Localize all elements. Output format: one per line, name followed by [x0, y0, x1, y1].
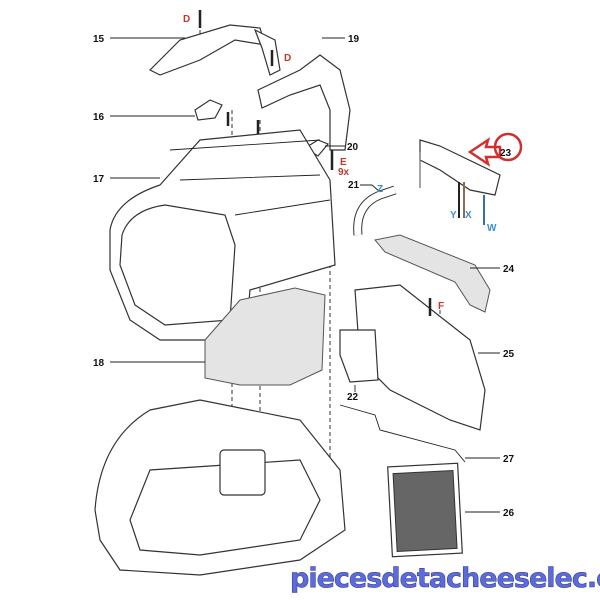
control-board-part-23	[419, 132, 523, 225]
callout-21: 21	[348, 180, 360, 191]
callout-24: 24	[503, 264, 515, 275]
body-part-17	[109, 129, 336, 346]
rod-part-27	[339, 404, 466, 463]
filter-part-26	[387, 462, 463, 558]
tank-part-18	[204, 287, 326, 386]
wire-code-z: Z	[377, 184, 383, 195]
handle-part-15	[148, 24, 266, 76]
callout-17: 17	[93, 174, 105, 185]
callout-26: 26	[503, 508, 515, 519]
screws	[198, 10, 432, 316]
callout-22: 22	[347, 392, 359, 403]
handle-part-19	[257, 54, 351, 151]
callout-25: 25	[503, 349, 515, 360]
screw-code-e-quantity: 9x	[338, 167, 350, 178]
wire-code-x: X	[465, 210, 472, 221]
leader-lines	[110, 37, 500, 513]
callout-27: 27	[503, 454, 515, 465]
callout-18: 18	[93, 358, 105, 369]
screw-code-d-handle: D	[284, 53, 291, 64]
screw-code-d-top: D	[183, 14, 190, 25]
clip-part-16	[194, 99, 223, 121]
grille-part-24	[374, 234, 491, 313]
callout-16: 16	[93, 112, 105, 123]
highlight-circle	[493, 132, 523, 162]
screw-code-f: F	[438, 301, 444, 312]
filter-holder-part-22	[339, 329, 379, 383]
callout-23: 23	[500, 148, 512, 159]
wire-code-w: W	[487, 223, 497, 234]
callout-19: 19	[348, 34, 360, 45]
screw-code-e: E	[340, 157, 347, 168]
watermark: piecesdetacheeselec.com	[290, 563, 600, 594]
callout-15: 15	[93, 34, 105, 45]
wire-code-y: Y	[450, 210, 457, 221]
callout-20: 20	[347, 142, 359, 153]
